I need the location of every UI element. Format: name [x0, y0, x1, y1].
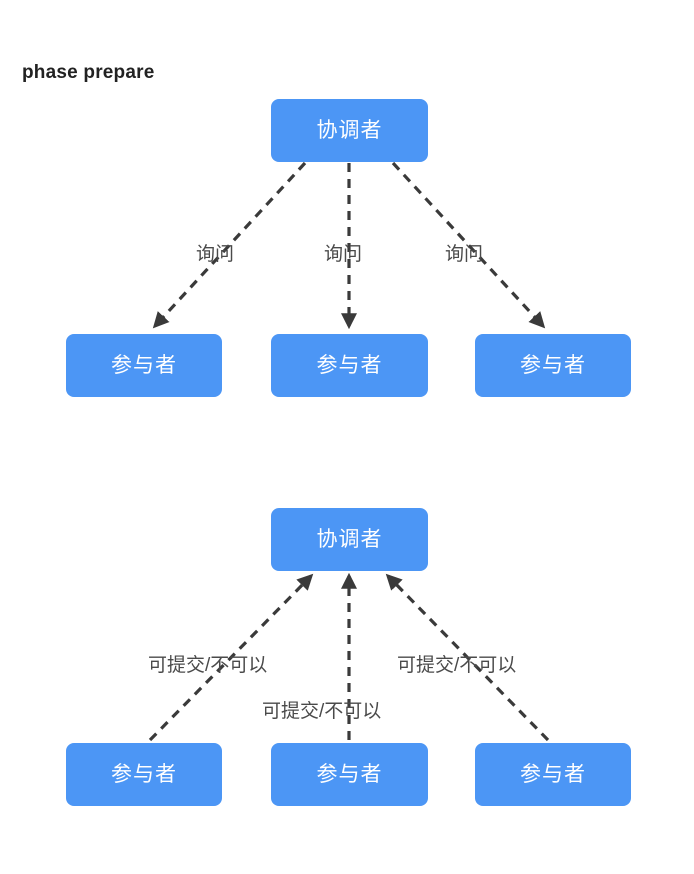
- phase-two-participant-3-node[interactable]: 参与者: [475, 743, 631, 806]
- phase-two-coordinator-node[interactable]: 协调者: [271, 508, 428, 571]
- phase-one-edge-label-2: 询问: [324, 244, 363, 265]
- phase-one-participant-1-node[interactable]: 参与者: [66, 334, 222, 397]
- phase-one-participant-3-node[interactable]: 参与者: [475, 334, 631, 397]
- phase-one-participant-2-node[interactable]: 参与者: [271, 334, 428, 397]
- phase-one-coordinator-node[interactable]: 协调者: [271, 99, 428, 162]
- phase-two-edge-label-1: 可提交/不可以: [148, 655, 268, 676]
- phase-two-edge-label-2: 可提交/不可以: [262, 701, 382, 722]
- node-label: 参与者: [111, 763, 177, 786]
- phase-two-edge-label-3: 可提交/不可以: [397, 655, 517, 676]
- node-label: 参与者: [316, 354, 383, 377]
- page-title: phase prepare: [22, 62, 155, 83]
- node-label: 协调者: [316, 119, 383, 142]
- phase-one-edge-label-3: 询问: [445, 244, 484, 265]
- node-label: 协调者: [316, 528, 383, 551]
- phase-two-participant-1-node[interactable]: 参与者: [66, 743, 222, 806]
- node-label: 参与者: [111, 354, 177, 377]
- node-label: 参与者: [316, 763, 383, 786]
- node-label: 参与者: [520, 354, 586, 377]
- phase-one-edge-label-1: 询问: [196, 244, 235, 265]
- node-label: 参与者: [520, 763, 586, 786]
- phase-two-participant-2-node[interactable]: 参与者: [271, 743, 428, 806]
